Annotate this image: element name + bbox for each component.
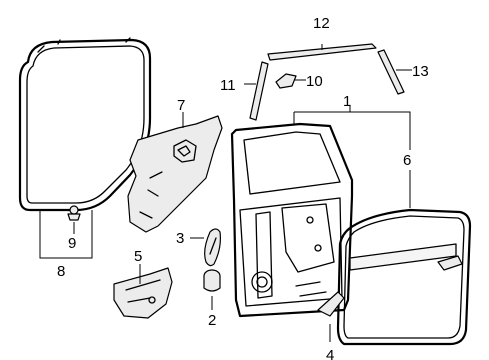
callout-3: 3 (176, 230, 184, 247)
lower-trim-piece (317, 291, 345, 317)
callout-4: 4 (326, 347, 334, 360)
callout-6: 6 (403, 152, 411, 169)
small-bracket (275, 73, 297, 89)
rear-door-frame (230, 122, 354, 318)
callout-11: 11 (220, 77, 236, 94)
callout-8: 8 (57, 263, 65, 280)
door-stopper (203, 269, 221, 292)
callout-10: 10 (306, 73, 323, 90)
callout-2: 2 (208, 312, 216, 329)
callout-1: 1 (343, 93, 351, 110)
callout-9: 9 (68, 235, 76, 252)
leader-lines (39, 44, 412, 342)
callout-12: 12 (313, 15, 330, 32)
clip-part (67, 205, 81, 221)
callout-5: 5 (134, 248, 142, 265)
opening-weatherstrip (18, 37, 152, 212)
oval-grommet (204, 228, 221, 267)
upper-frame-molding (267, 43, 377, 61)
door-check-bracket (113, 267, 173, 319)
rear-frame-strip (377, 49, 405, 95)
callout-7: 7 (177, 97, 185, 114)
belt-molding-front-strip (249, 61, 269, 121)
service-hole-cover (127, 115, 223, 233)
callout-13: 13 (412, 63, 429, 80)
outer-door-panel (336, 208, 472, 346)
